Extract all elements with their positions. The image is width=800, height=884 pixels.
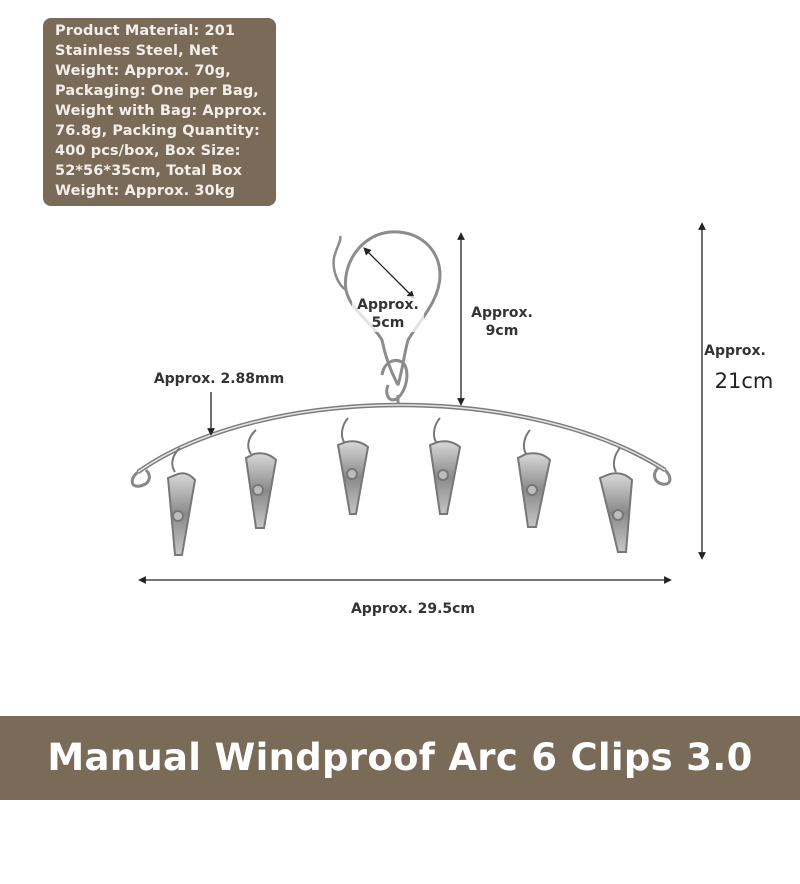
hook [332,230,442,405]
clip-3 [336,417,370,515]
hanger-illustration [130,222,706,584]
arc-bar [130,402,672,488]
banner-title: Manual Windproof Arc 6 Clips 3.0 Wire [47,736,753,863]
clips [166,417,634,556]
clip-5 [516,429,552,528]
spec-text: Product Material: 201 Stainless Steel, N… [55,23,268,199]
clip-1 [166,447,197,556]
title-banner: Manual Windproof Arc 6 Clips 3.0 Wire [0,716,800,863]
clip-4 [428,417,462,515]
clip-2 [244,429,278,529]
hook-diameter-label: Approx. 5cm [352,296,424,332]
hook-diameter-arrow [363,247,415,299]
width-label: Approx. 29.5cm [350,601,476,617]
clip-6 [598,447,634,553]
dimension-lines [138,222,706,584]
hook-height-label: Approx. 9cm [471,305,533,339]
total-height-value: 21cm [714,369,774,393]
total-height-label: Approx. [704,343,766,359]
spec-info-box: Product Material: 201 Stainless Steel, N… [43,18,276,206]
wire-thickness-label: Approx. 2.88mm [153,371,285,387]
